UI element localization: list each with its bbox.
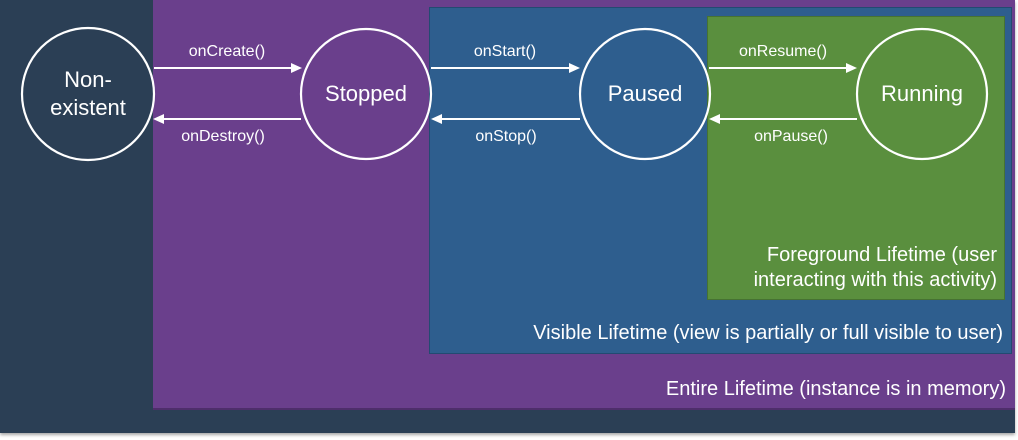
transition-on-resume: onResume() bbox=[709, 43, 857, 73]
on-create-arrow-head bbox=[291, 63, 302, 73]
on-start-label: onStart() bbox=[474, 43, 536, 60]
entire-lifetime-label: Entire Lifetime (instance is in memory) bbox=[665, 378, 1006, 400]
on-resume-label: onResume() bbox=[739, 43, 827, 60]
state-non-existent-circle bbox=[20, 26, 156, 162]
state-non-existent: Non- existent bbox=[20, 26, 156, 162]
state-paused: Paused bbox=[578, 27, 712, 161]
foreground-lifetime-region: Foreground Lifetime (user interacting wi… bbox=[707, 16, 1005, 300]
transition-on-create: onCreate() bbox=[154, 43, 302, 73]
state-running: Running bbox=[855, 27, 989, 161]
on-pause-arrow-head bbox=[709, 114, 720, 124]
state-stopped-circle bbox=[299, 27, 433, 161]
state-stopped: Stopped bbox=[299, 27, 433, 161]
state-stopped-label: Stopped bbox=[325, 81, 407, 106]
on-resume-arrow-head bbox=[846, 63, 857, 73]
transition-on-start: onStart() bbox=[431, 43, 580, 73]
on-create-label: onCreate() bbox=[189, 43, 265, 60]
on-pause-label: onPause() bbox=[754, 128, 828, 145]
state-non-existent-label-line2: existent bbox=[50, 95, 126, 120]
transition-on-stop: onStop() bbox=[431, 114, 580, 145]
on-start-arrow-head bbox=[569, 63, 580, 73]
state-running-label: Running bbox=[881, 81, 963, 106]
on-stop-label: onStop() bbox=[475, 128, 536, 145]
state-paused-label: Paused bbox=[608, 81, 683, 106]
state-running-circle bbox=[855, 27, 989, 161]
transition-on-pause: onPause() bbox=[709, 114, 857, 145]
state-non-existent-label-line1: Non- bbox=[64, 67, 112, 92]
on-destroy-arrow-head bbox=[153, 114, 164, 124]
on-destroy-label: onDestroy() bbox=[181, 128, 265, 145]
visible-lifetime-label: Visible Lifetime (view is partially or f… bbox=[533, 322, 1003, 344]
on-stop-arrow-head bbox=[431, 114, 442, 124]
state-paused-circle bbox=[578, 27, 712, 161]
foreground-lifetime-label: Foreground Lifetime (user interacting wi… bbox=[753, 244, 997, 291]
transition-on-destroy: onDestroy() bbox=[153, 114, 301, 145]
